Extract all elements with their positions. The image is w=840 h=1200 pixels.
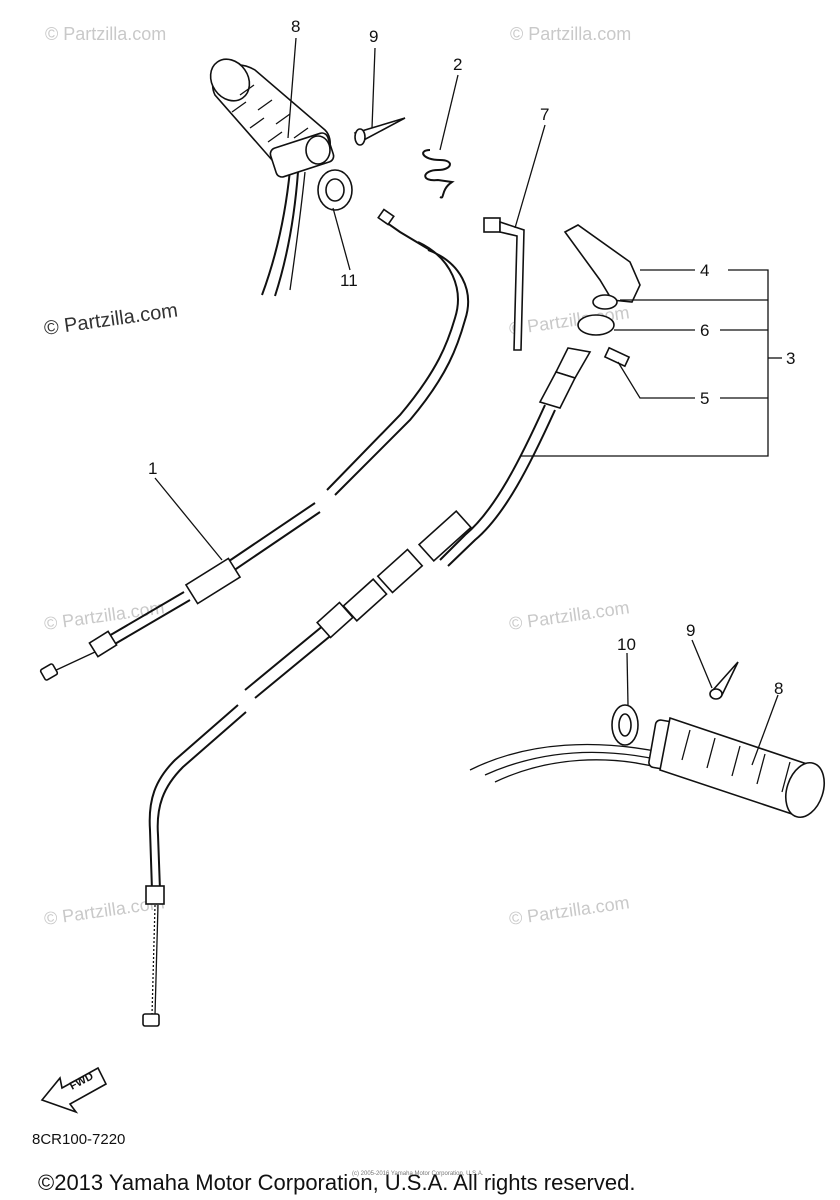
callout-4: 4 [700,261,709,280]
throttle-cable-part [39,208,470,681]
callout-2: 2 [453,55,462,74]
callout-11: 11 [340,271,358,290]
watermark: © Partzilla.com [508,597,631,634]
grip-right-part [469,716,825,819]
watermark: © Partzilla.com [510,24,631,44]
collar-part [317,169,353,211]
pin-part [483,217,525,351]
callout-3: 3 [786,349,795,368]
watermark: © Partzilla.com [43,299,180,340]
callout-8-bottom: 8 [774,679,783,698]
nut-small-part [603,346,631,368]
watermark: © Partzilla.com [43,597,166,634]
watermark: © Partzilla.com [508,892,631,929]
leader-lines [154,37,782,766]
tiny-credit: (c) 2005-2016 Yamaha Motor Corporation, … [352,1171,484,1177]
forward-arrow-icon: FWD [40,1066,108,1114]
lever-part [563,224,641,303]
callout-9-top: 9 [369,27,378,46]
collar-bottom-part [611,704,639,746]
callout-10: 10 [617,635,636,654]
callout-1: 1 [148,459,157,478]
callout-6: 6 [700,321,709,340]
copyright-notice: ©2013 Yamaha Motor Corporation, U.S.A. A… [38,1170,635,1195]
diagram-code: 8CR100-7220 [32,1131,125,1148]
callout-7: 7 [540,105,549,124]
screw-top-part [353,117,406,146]
grip-left-part [209,58,335,297]
washer-part [592,294,618,310]
watermark: © Partzilla.com [45,24,166,44]
cable-assembly-part [142,347,592,1027]
clip-part [422,149,455,199]
callout-9-bottom: 9 [686,621,695,640]
callout-5: 5 [700,389,709,408]
nut-part [577,314,615,336]
screw-bottom-part [709,661,739,700]
callout-8-top: 8 [291,17,300,36]
